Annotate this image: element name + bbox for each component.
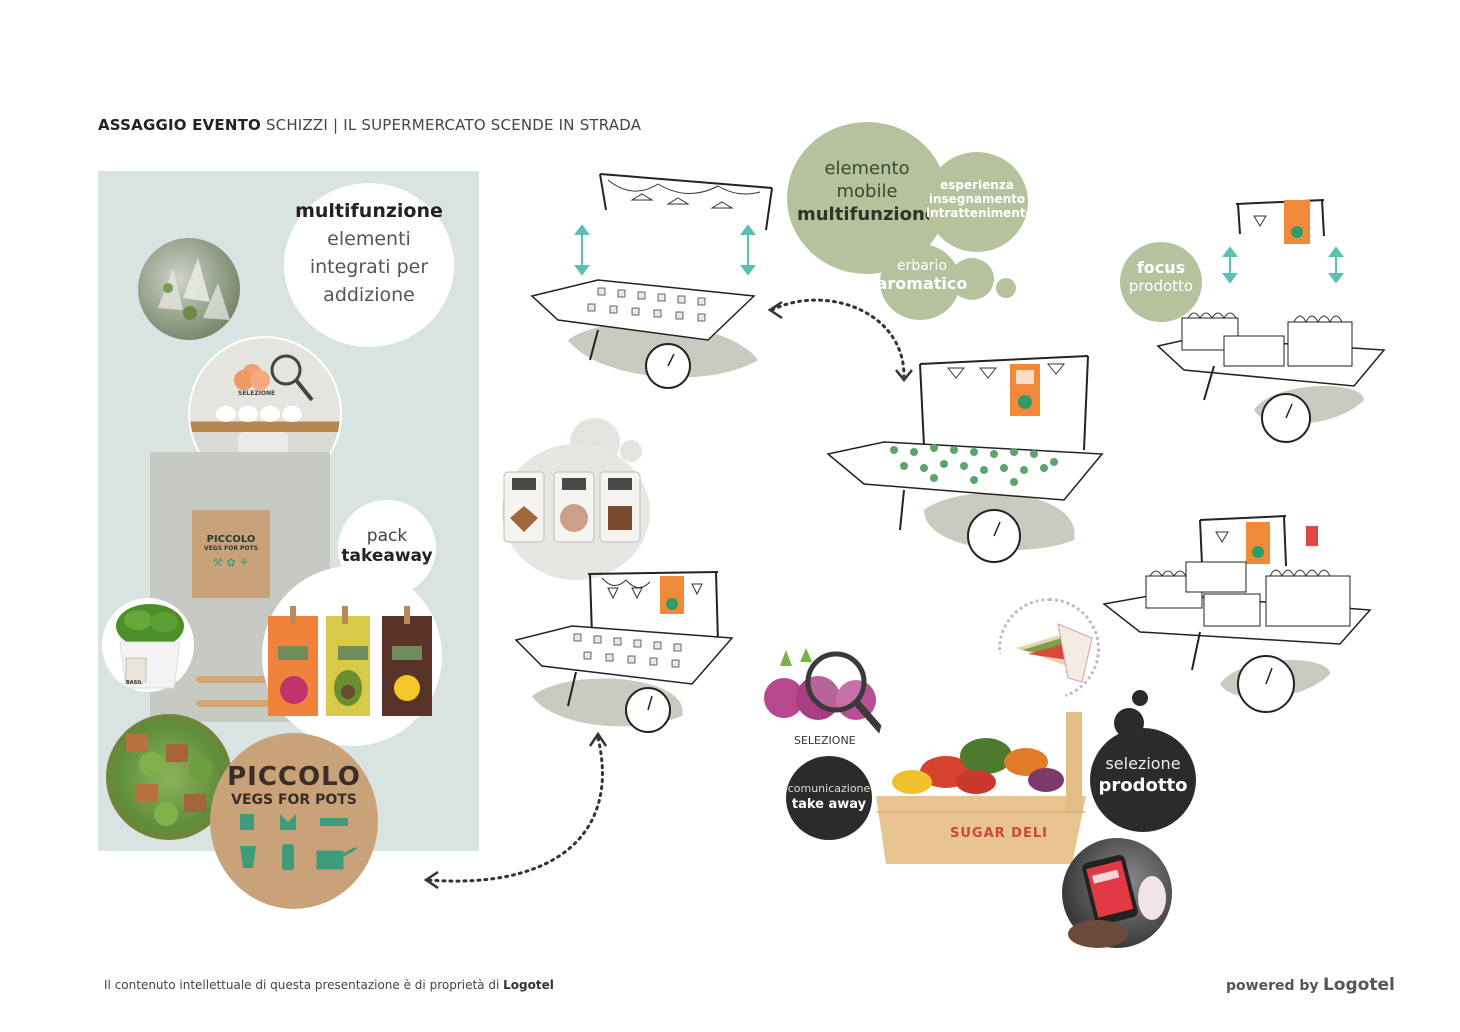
comunicazione-bold: take away [791,797,867,812]
footer-powered-text: powered by [1226,978,1319,994]
basil-plant [116,604,184,689]
garden-tools-icons [240,814,357,870]
elemento-mobile-text: elemento mobile multifunzione [787,158,947,225]
magnifier-icon [270,354,302,386]
selezione-line1: selezione [1105,754,1181,773]
box-subtitle: VEGS FOR POTS [204,545,258,552]
elemento-bold: multifunzione [796,204,937,225]
dotted-arrow-icon [767,298,913,383]
box-tools-icons: ⚒ ✿ ⚘ [213,556,249,569]
cart-sketch-3 [1156,199,1386,443]
pack-line2: takeaway [341,546,433,566]
piccolo-big-title: PICCOLO [227,762,361,792]
elemento-line2: mobile [836,181,898,202]
focus-prodotto-text: focus prodotto [1120,258,1202,295]
wooden-spoon [196,700,276,707]
footer-brand: Logotel [503,978,554,992]
focus-line2: prodotto [1128,277,1194,295]
cart-sketch-4 [514,571,734,733]
elemento-line1: elemento [824,158,910,179]
focus-bold: focus [1136,258,1186,277]
footer-copyright-text: Il contenuto intellettuale di questa pre… [104,978,500,992]
footer-copyright: Il contenuto intellettuale di questa pre… [104,978,554,992]
multifunzione-bold: multifunzione [295,200,443,222]
esperienza-line2: insegnamento [928,192,1026,206]
pack-takeaway-text: pack takeaway [338,526,436,566]
dotted-arrow-icon [423,731,608,890]
esperienza-text: esperienza insegnamento intrattenimento [926,178,1034,220]
selezione-caption: SELEZIONE [794,734,856,747]
multifunzione-line1: elementi [327,228,411,250]
bubble-dot [1132,690,1148,706]
comunicazione-line1: comunicazione [787,782,871,795]
multifunzione-bubble [284,183,454,347]
smartphone [1068,854,1166,948]
cart-sketch-2 [826,355,1104,563]
cart-sketch-1 [530,173,773,389]
double-arrow-icon [1222,246,1344,284]
piccolo-big-subtitle: VEGS FOR POTS [231,792,357,808]
focus-prodotto-bubble [1120,242,1202,322]
footer-powered-by: powered by Logotel [1226,975,1395,995]
bubble-dot [620,440,642,462]
pack-line1: pack [366,526,408,546]
erbario-line1: erbario [896,258,948,274]
seed-packs [268,606,432,716]
jars [503,471,641,543]
footer-powered-brand: Logotel [1322,975,1395,995]
double-arrow-icon [574,224,756,276]
box-title: PICCOLO [206,534,256,545]
esperienza-bubble [926,152,1028,252]
erbario-bubble-dot [996,278,1016,298]
title-bold: ASSAGGIO EVENTO [98,116,261,134]
selezione-bold: prodotto [1098,775,1188,796]
piccolo-logo-text: PICCOLO VEGS FOR POTS [210,762,378,808]
erbario-bubble-small [950,258,994,300]
seedlings-overlay [158,258,230,320]
magnifier-icon [805,651,867,713]
vertical-garden-overlay [126,734,213,826]
pot-label: BASIL [126,680,143,686]
piccolo-box: PICCOLO VEGS FOR POTS ⚒ ✿ ⚘ [192,510,270,598]
cart-sketch-5 [1102,515,1372,713]
sugar-deli-label: SUGAR DELI [950,826,1048,841]
selezione-prodotto-text: selezione prodotto [1090,754,1196,796]
wooden-spoon [196,676,276,683]
sandwich [1016,623,1093,683]
multifunzione-line2: integrati per [309,256,429,278]
selezione-small-label: SELEZIONE [238,390,276,397]
erbario-bold: aromatico [876,274,968,293]
erbario-text: erbario aromatico [872,258,972,293]
comunicazione-text: comunicazione take away [782,782,876,812]
vegetable-crate [876,712,1086,864]
erbario-bubble [880,244,960,320]
multifunzione-text: multifunzione elementi integrati per add… [284,200,454,306]
title-rest: SCHIZZI | IL SUPERMERCATO SCENDE IN STRA… [265,116,642,134]
page-title: ASSAGGIO EVENTO SCHIZZI | IL SUPERMERCAT… [98,116,641,134]
esperienza-line3: intrattenimento [926,206,1034,220]
selezione-prodotto-bubble [1090,728,1196,832]
esperienza-line1: esperienza [940,178,1014,192]
beets-illustration [764,648,889,739]
bubble-dot [1114,708,1144,738]
comunicazione-bubble [786,756,872,840]
multifunzione-line3: addizione [323,284,415,306]
